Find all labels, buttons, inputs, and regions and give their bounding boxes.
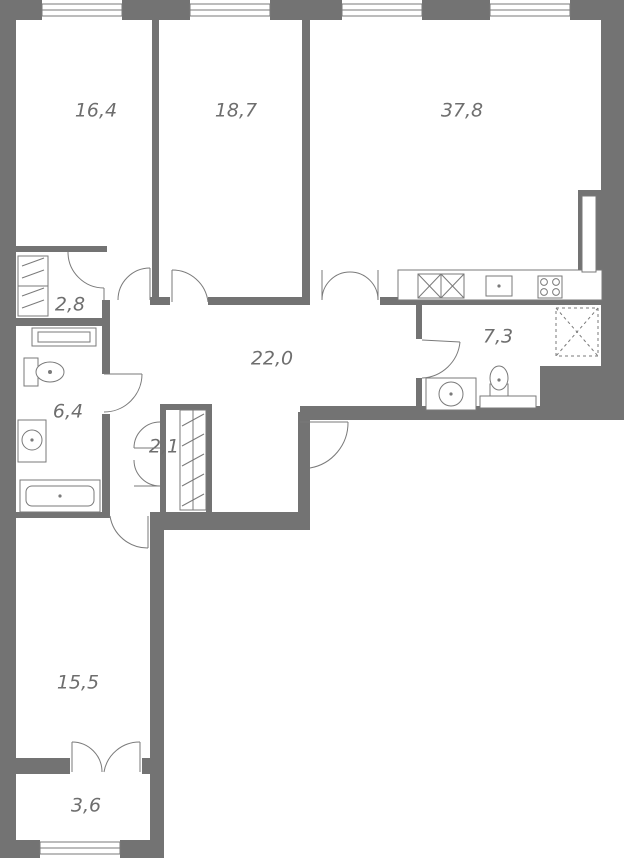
fixtures	[17, 195, 603, 513]
doors	[67, 251, 461, 773]
room-area-wardrobe-2: 2,1	[148, 435, 180, 458]
room-area-bedroom-1: 16,4	[74, 99, 118, 122]
room-area-bedroom-2: 18,7	[214, 99, 258, 122]
room-area-bathroom-2: 6,4	[52, 400, 84, 423]
windows	[39, 3, 571, 855]
room-area-hall: 22,0	[250, 347, 294, 370]
room-area-balcony: 3,6	[70, 794, 102, 817]
room-area-living-kitchen: 37,8	[440, 99, 484, 122]
room-area-bathroom-1: 7,3	[482, 325, 514, 348]
room-area-bedroom-3: 15,5	[56, 671, 100, 694]
room-area-wardrobe-1: 2,8	[54, 293, 86, 316]
